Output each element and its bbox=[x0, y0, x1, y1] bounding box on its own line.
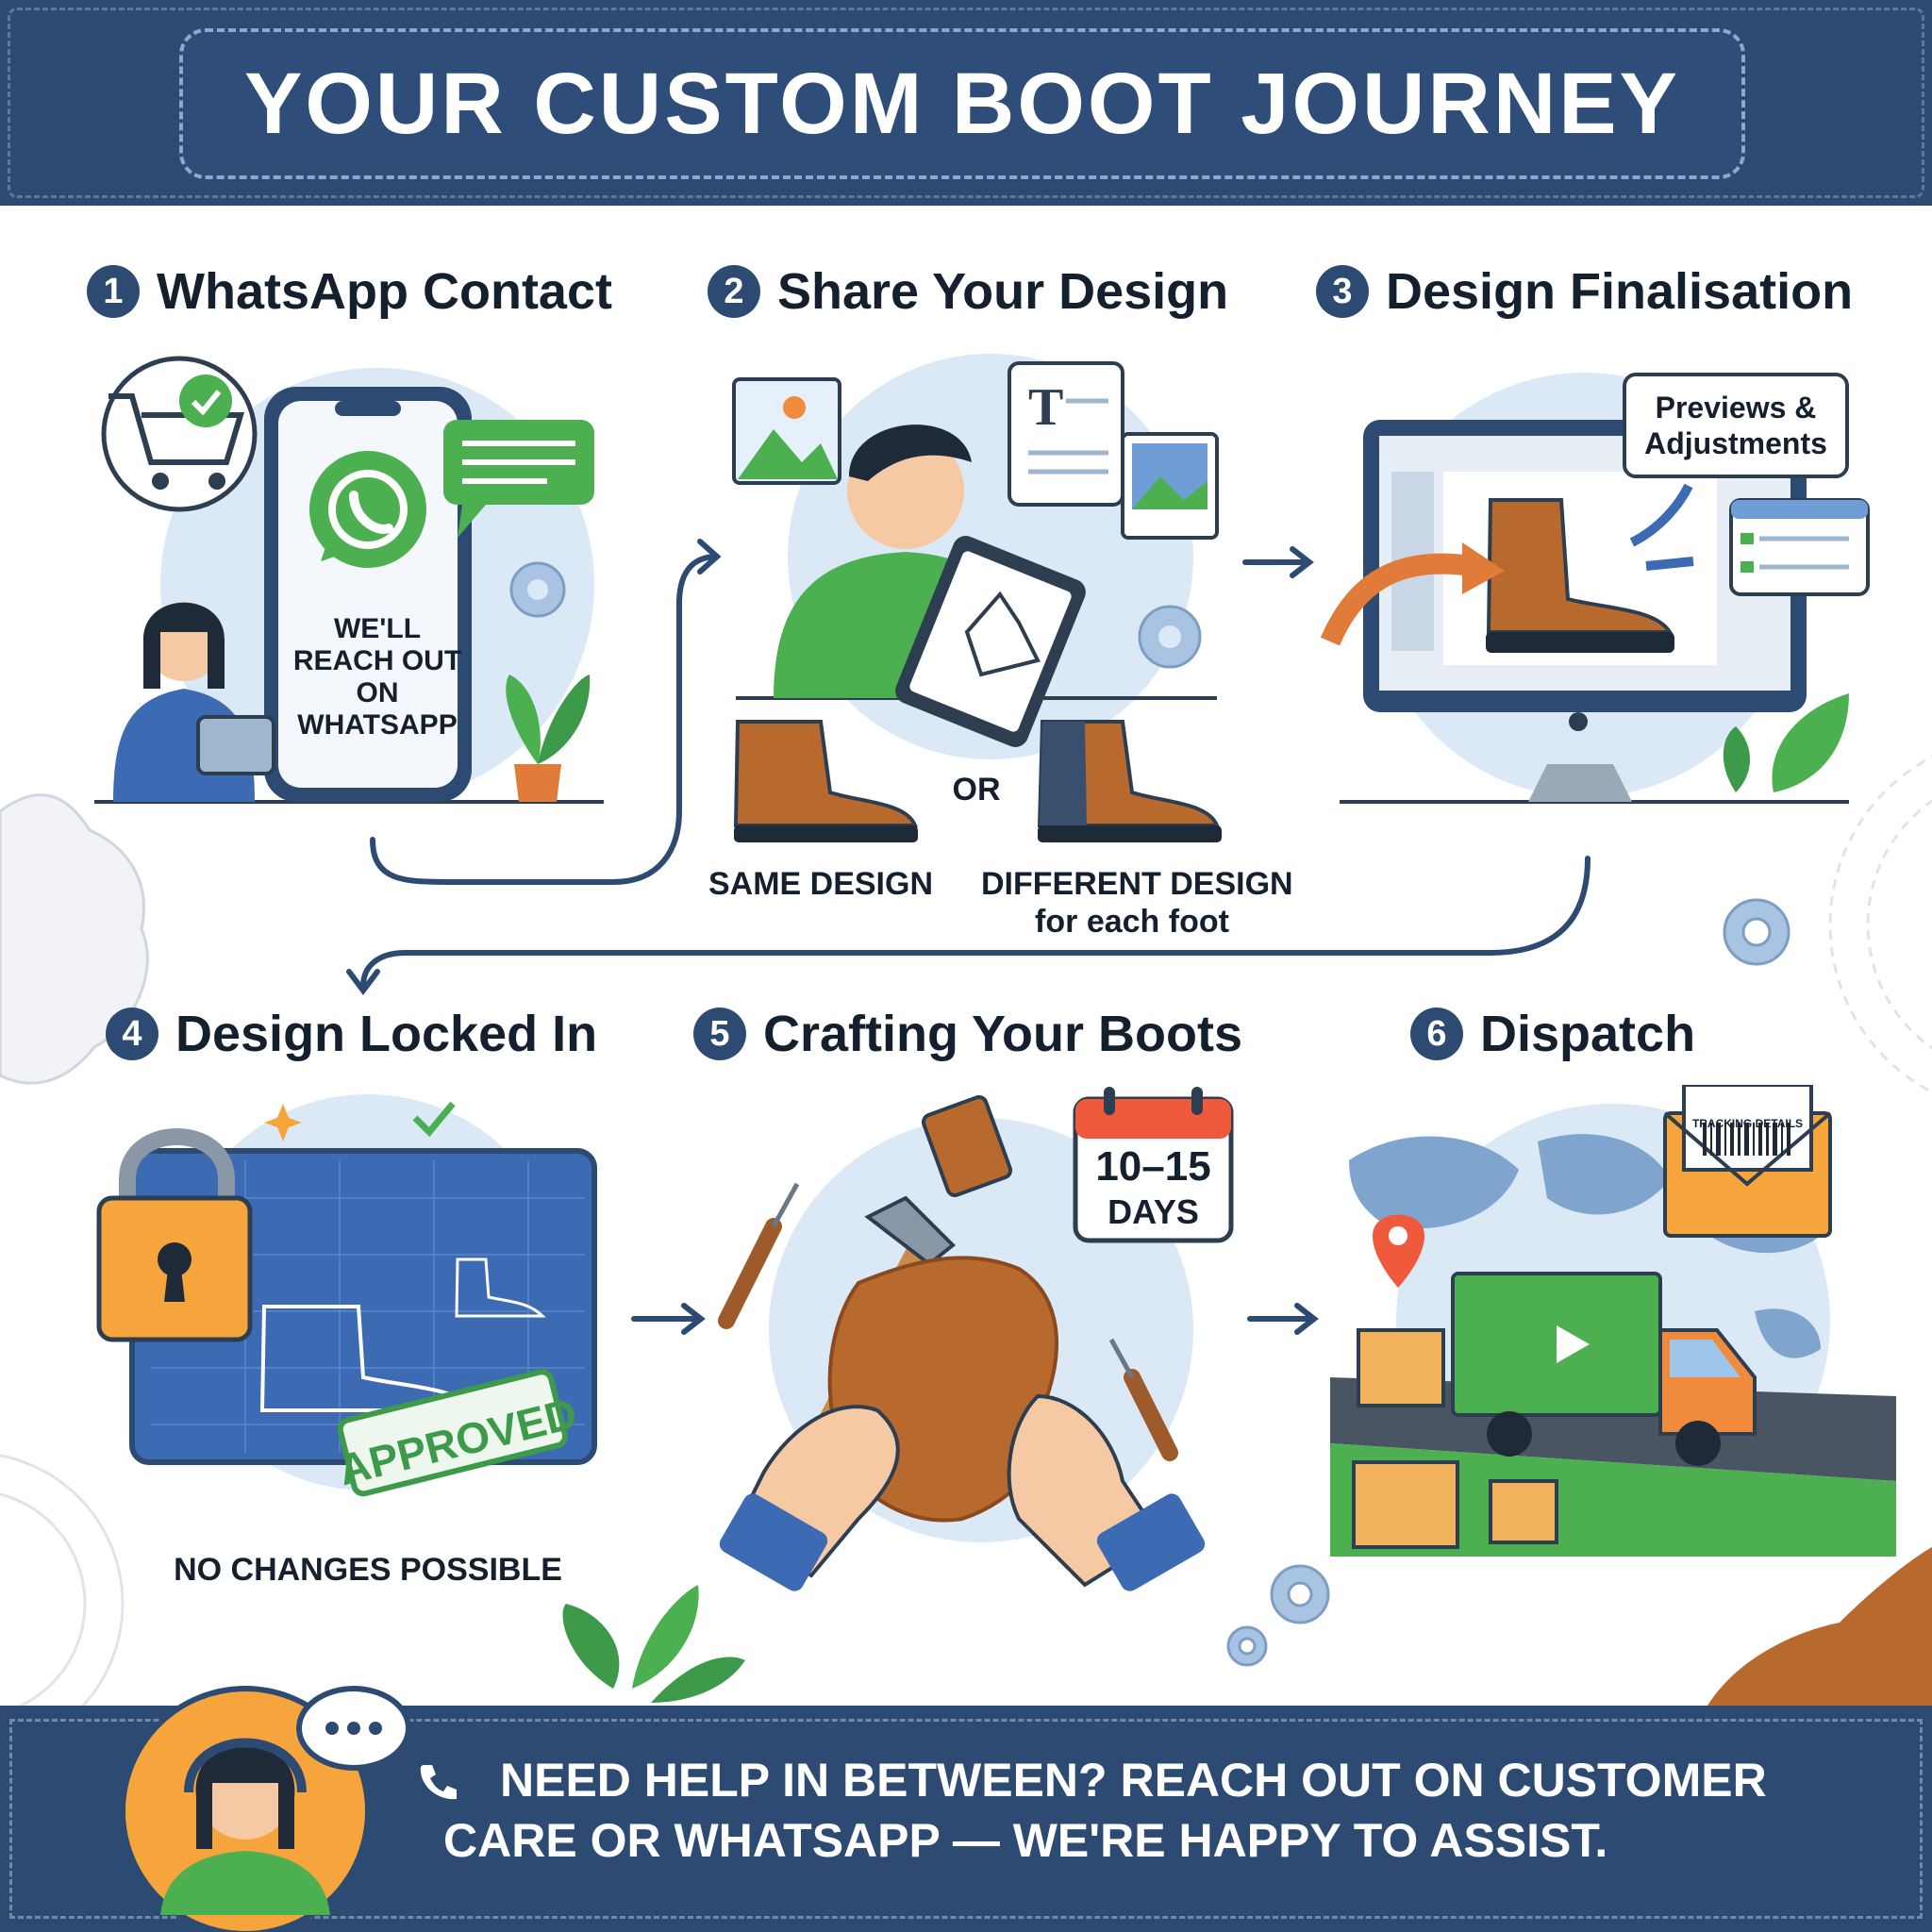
awl-icon bbox=[718, 1182, 800, 1329]
support-agent-icon bbox=[113, 602, 275, 802]
shopping-cart-icon bbox=[101, 356, 258, 512]
window-icon bbox=[1729, 498, 1870, 596]
step-title: Dispatch bbox=[1480, 1006, 1696, 1062]
location-pin-icon bbox=[1373, 1214, 1424, 1288]
awl-icon bbox=[1108, 1338, 1178, 1461]
gear-icon bbox=[1226, 898, 1790, 1667]
plant-icon bbox=[506, 675, 591, 802]
check-icon bbox=[179, 375, 232, 427]
photo-icon bbox=[1121, 432, 1219, 540]
boot-icon bbox=[733, 720, 918, 842]
no-changes-caption: NO CHANGES POSSIBLE bbox=[174, 1552, 562, 1588]
step-6-illustration bbox=[1330, 1085, 1896, 1557]
truck-icon bbox=[1451, 1272, 1757, 1466]
header-stitching bbox=[8, 8, 1924, 198]
help-message: NEED HELP IN BETWEEN? REACH OUT ON CUSTO… bbox=[443, 1750, 1877, 1871]
tablet-icon bbox=[895, 536, 1086, 747]
arrow-icon bbox=[1321, 553, 1474, 646]
step-title: Crafting Your Boots bbox=[763, 1006, 1242, 1062]
step-number: 5 bbox=[693, 1008, 746, 1060]
calendar-unit: DAYS bbox=[1108, 1192, 1199, 1231]
padlock-icon bbox=[96, 1128, 253, 1342]
different-design-label: DIFFERENT DESIGN bbox=[981, 866, 1293, 902]
step-title: Design Locked In bbox=[175, 1006, 598, 1062]
leather-corner-icon bbox=[1707, 1547, 1932, 1706]
tracking-details-label: TRACKING DETAILS bbox=[1691, 1117, 1804, 1130]
gear-icon bbox=[1138, 605, 1202, 669]
step-1-heading: 1 WhatsApp Contact bbox=[87, 262, 612, 321]
headset-icon bbox=[184, 1738, 307, 1793]
step-6-heading: 6 Dispatch bbox=[1410, 1005, 1695, 1063]
step-number: 3 bbox=[1316, 265, 1369, 318]
box-icon bbox=[1352, 1328, 1558, 1549]
connector-1-2 bbox=[370, 554, 720, 885]
same-design-label: SAME DESIGN bbox=[708, 866, 934, 902]
step-3-heading: 3 Design Finalisation bbox=[1316, 262, 1853, 321]
gear-icon bbox=[509, 561, 566, 618]
option-or-label: OR bbox=[952, 772, 1001, 808]
support-avatar bbox=[120, 1686, 411, 1932]
step-4-heading: 4 Design Locked In bbox=[106, 1005, 597, 1063]
step-title: Design Finalisation bbox=[1386, 263, 1854, 320]
step-number: 6 bbox=[1410, 1008, 1463, 1060]
document-icon: T bbox=[1008, 361, 1124, 507]
approved-stamp-icon bbox=[337, 1369, 568, 1497]
calendar-icon bbox=[1073, 1087, 1234, 1243]
speech-bubble-icon bbox=[296, 1686, 411, 1771]
step-number: 1 bbox=[87, 265, 140, 318]
leather-swatch-icon bbox=[0, 793, 149, 1085]
arrow-icon bbox=[1629, 483, 1693, 547]
step-5-illustration bbox=[718, 1087, 1234, 1591]
chat-bubble-icon bbox=[443, 420, 594, 538]
step-4-illustration bbox=[96, 1094, 597, 1497]
step-number: 4 bbox=[106, 1008, 158, 1060]
arrow-icon bbox=[1645, 557, 1694, 571]
whatsapp-icon bbox=[309, 451, 426, 568]
step-2-heading: 2 Share Your Design bbox=[708, 262, 1228, 321]
title-banner: YOUR CUSTOM BOOT JOURNEY bbox=[179, 28, 1745, 179]
step-title: WhatsApp Contact bbox=[157, 263, 612, 320]
plant-icon bbox=[562, 1585, 745, 1703]
step-1-illustration bbox=[94, 356, 604, 804]
calendar-range: 10–15 bbox=[1095, 1143, 1211, 1190]
boot-icon bbox=[1037, 720, 1222, 842]
help-text: NEED HELP IN BETWEEN? REACH OUT ON CUSTO… bbox=[443, 1754, 1767, 1867]
phone-screen-text: WE'LL REACH OUT ON WHATSAPP bbox=[292, 613, 462, 741]
phone-icon bbox=[420, 1765, 457, 1800]
step-3-illustration bbox=[1321, 373, 1870, 804]
boot-icon bbox=[1486, 498, 1674, 653]
step-2-illustration: T bbox=[732, 354, 1222, 842]
step-title: Share Your Design bbox=[777, 263, 1229, 320]
barcode-icon bbox=[1703, 1123, 1790, 1156]
page-title: YOUR CUSTOM BOOT JOURNEY bbox=[244, 55, 1680, 152]
image-icon bbox=[732, 377, 841, 485]
leaves-icon bbox=[1723, 693, 1849, 792]
footer-stitching bbox=[9, 1719, 1923, 1919]
different-design-sublabel: for each foot bbox=[1035, 904, 1229, 940]
check-icon bbox=[412, 1101, 456, 1138]
envelope-icon bbox=[1663, 1085, 1832, 1238]
thread-spool-icon bbox=[921, 1094, 1013, 1198]
sparkle-icon bbox=[264, 1104, 302, 1141]
hands-icon bbox=[719, 1393, 1206, 1591]
previews-callout: Previews & Adjustments bbox=[1623, 373, 1849, 478]
svg-text:T: T bbox=[1028, 378, 1063, 437]
step-number: 2 bbox=[708, 265, 760, 318]
connector-3-4 bbox=[360, 856, 1591, 989]
step-5-heading: 5 Crafting Your Boots bbox=[693, 1005, 1242, 1063]
